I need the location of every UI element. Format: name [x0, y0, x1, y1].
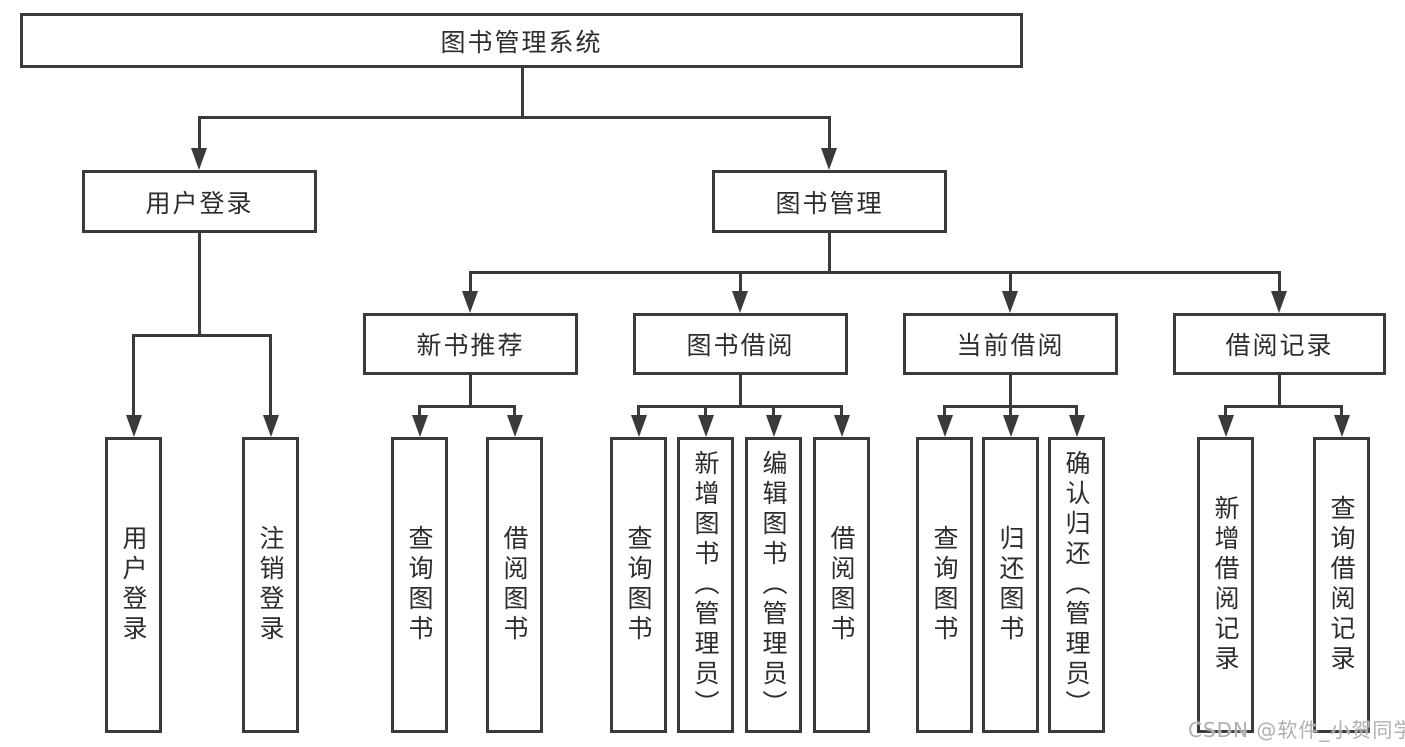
arrow-to-borrow-books-2 [840, 406, 843, 415]
node-return-books-label: 归还图书 [996, 525, 1025, 645]
arrow-to-new-book-recommendation [468, 272, 472, 291]
node-query-books-3-label: 查询图书 [930, 525, 959, 645]
connector-root-branch [197, 116, 831, 119]
node-add-borrow-record-label: 新增借阅记录 [1211, 495, 1240, 675]
node-query-books-1: 查询图书 [391, 437, 448, 733]
arrow-to-add-books-admin [704, 406, 707, 415]
node-query-borrow-record: 查询借阅记录 [1313, 437, 1370, 733]
node-book-management-label: 图书管理 [775, 188, 884, 218]
arrow-to-edit-books-admin [772, 406, 775, 415]
arrow-to-query-books-3 [943, 406, 946, 415]
connector-new-book-stem [468, 374, 472, 408]
node-add-books-admin-label: 新增图书（管理员） [691, 450, 720, 720]
node-library-system-label: 图书管理系统 [440, 27, 603, 57]
connector-current-borrowing-stem [1008, 374, 1012, 408]
connector-book-management-stem [827, 233, 831, 274]
arrow-to-book-management [827, 117, 831, 148]
connector-borrowing-records-stem [1277, 374, 1281, 408]
arrow-to-borrow-books-1 [513, 406, 516, 415]
arrow-to-query-books-1 [418, 406, 421, 415]
node-confirm-return-admin: 确认归还（管理员） [1048, 437, 1105, 733]
node-borrow-books-2: 借阅图书 [813, 437, 870, 733]
arrow-to-confirm-return-admin [1075, 406, 1078, 415]
arrow-to-query-borrow-record [1340, 406, 1343, 415]
node-query-books-1-label: 查询图书 [405, 525, 434, 645]
arrow-to-current-borrowing [1008, 272, 1012, 291]
node-borrowing-records: 借阅记录 [1173, 313, 1386, 375]
node-query-books-2-label: 查询图书 [624, 525, 653, 645]
node-user-login-leaf-label: 用户登录 [119, 525, 148, 645]
arrow-to-book-borrowing [738, 272, 742, 291]
node-borrow-books-1-label: 借阅图书 [500, 525, 529, 645]
arrow-to-add-borrow-record [1224, 406, 1227, 415]
node-edit-books-admin-label: 编辑图书（管理员） [759, 450, 788, 720]
connector-new-book-branch [418, 405, 516, 408]
connector-book-management-branch [468, 271, 1281, 274]
node-new-book-recommendation: 新书推荐 [363, 313, 578, 375]
arrow-to-borrowing-records [1277, 272, 1281, 291]
arrow-to-user-login-leaf [132, 336, 135, 415]
node-book-borrowing-label: 图书借阅 [686, 331, 795, 360]
node-user-login-leaf: 用户登录 [105, 437, 162, 733]
arrow-to-query-books-2 [637, 406, 640, 415]
csdn-watermark: CSDN @软件_小贺同学 [1188, 718, 1405, 742]
node-add-borrow-record: 新增借阅记录 [1197, 437, 1254, 733]
node-logout-label: 注销登录 [256, 525, 285, 645]
node-query-books-2: 查询图书 [610, 437, 667, 733]
node-query-books-3: 查询图书 [916, 437, 973, 733]
node-borrow-books-1: 借阅图书 [486, 437, 543, 733]
node-return-books: 归还图书 [982, 437, 1039, 733]
connector-borrowing-records-branch [1224, 405, 1343, 408]
arrow-to-return-books [1009, 406, 1012, 415]
node-query-borrow-record-label: 查询借阅记录 [1327, 495, 1356, 675]
node-borrowing-records-label: 借阅记录 [1225, 331, 1334, 360]
node-edit-books-admin: 编辑图书（管理员） [745, 437, 802, 733]
connector-book-borrowing-stem [738, 374, 742, 408]
node-book-borrowing: 图书借阅 [633, 313, 848, 375]
connector-user-login-branch [132, 334, 272, 337]
node-user-login-label: 用户登录 [145, 188, 254, 218]
connector-root-stem [520, 68, 524, 119]
node-user-login: 用户登录 [82, 170, 317, 233]
arrow-to-user-login [197, 117, 201, 148]
connector-book-borrowing-branch [637, 405, 843, 408]
node-borrow-books-2-label: 借阅图书 [827, 525, 856, 645]
connector-user-login-stem [197, 233, 201, 337]
node-library-system: 图书管理系统 [20, 13, 1023, 68]
node-current-borrowing-label: 当前借阅 [956, 331, 1065, 360]
node-new-book-recommendation-label: 新书推荐 [416, 331, 525, 360]
node-current-borrowing: 当前借阅 [903, 313, 1118, 375]
node-book-management: 图书管理 [712, 170, 947, 233]
arrow-to-logout [269, 336, 272, 415]
node-confirm-return-admin-label: 确认归还（管理员） [1062, 450, 1091, 720]
node-add-books-admin: 新增图书（管理员） [677, 437, 734, 733]
node-logout: 注销登录 [242, 437, 299, 733]
